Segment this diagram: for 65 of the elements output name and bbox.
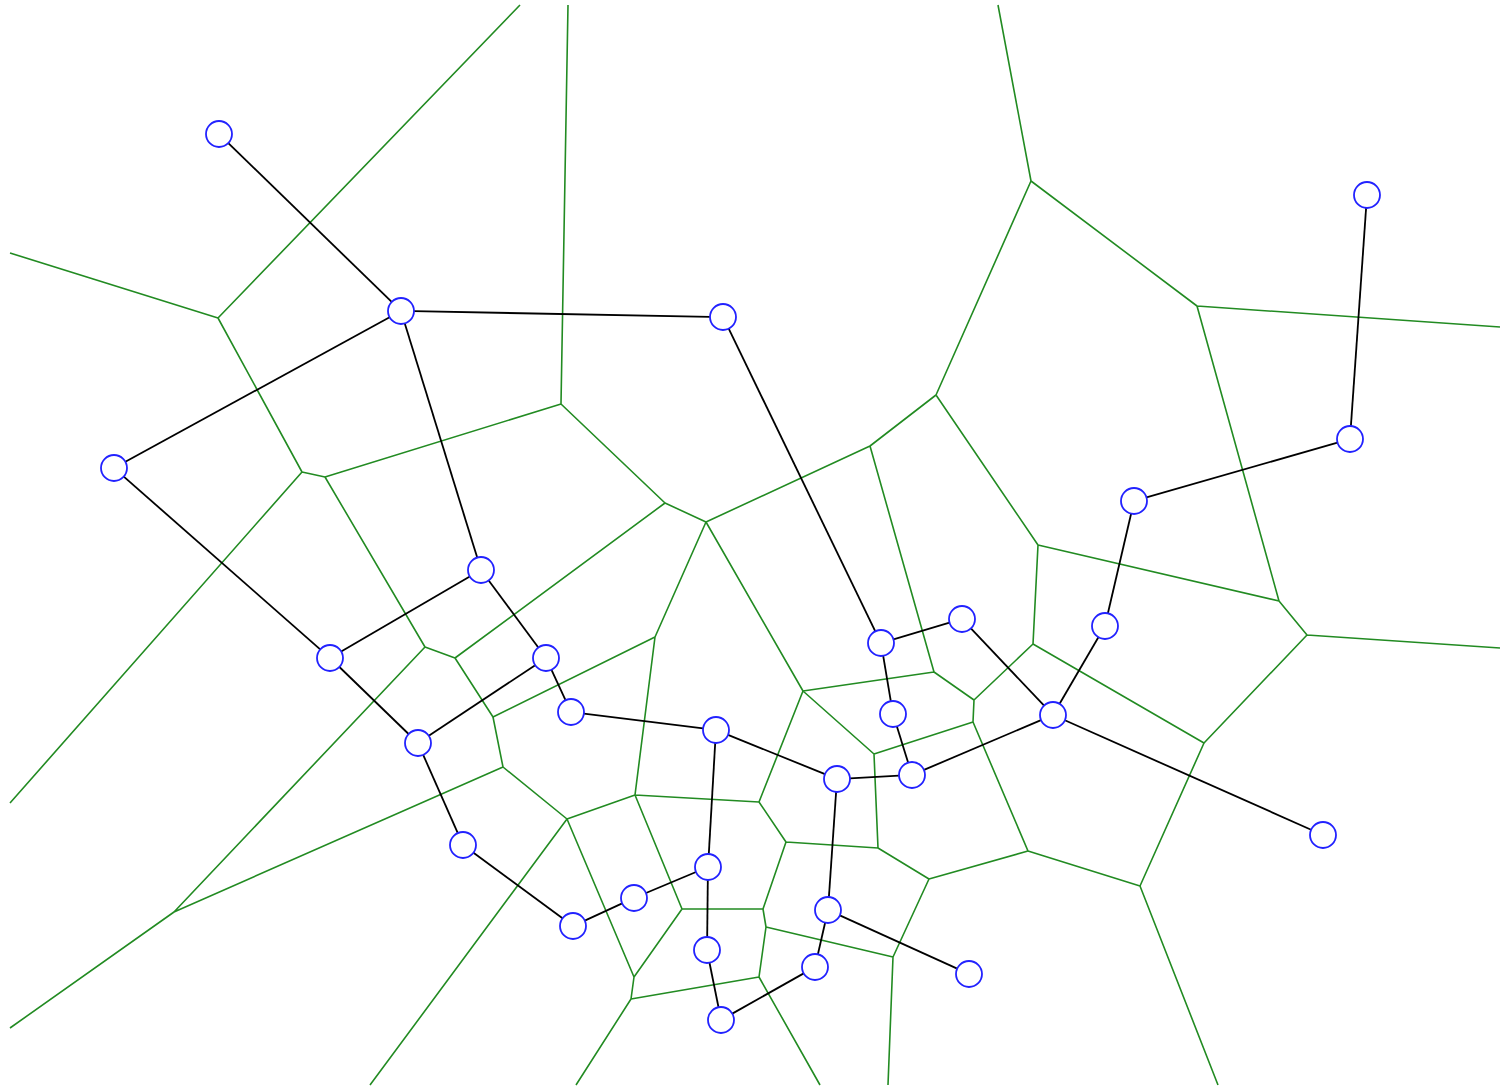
connector-line — [923, 719, 1042, 771]
connector-line — [892, 621, 951, 641]
connector-line — [727, 327, 877, 633]
connector-line — [122, 475, 322, 651]
circle-node — [707, 1006, 735, 1034]
circle-node — [449, 831, 477, 859]
connector-line — [896, 725, 909, 764]
circle-node — [1309, 821, 1337, 849]
circle-node — [1120, 487, 1148, 515]
connector-line — [849, 774, 900, 780]
connector-line — [645, 871, 697, 894]
connector-line — [731, 972, 805, 1015]
connector-line — [413, 310, 711, 318]
circle-node — [532, 644, 560, 672]
connector-line — [487, 579, 540, 649]
circle-node — [316, 644, 344, 672]
circle-node — [948, 605, 976, 633]
circle-node — [1336, 425, 1364, 453]
connector-line — [1145, 441, 1339, 499]
circle-node — [1091, 612, 1119, 640]
connector-line — [422, 754, 459, 834]
connector-line — [1107, 512, 1132, 615]
connector-line — [583, 902, 624, 922]
circle-node — [702, 716, 730, 744]
circle-node — [693, 936, 721, 964]
circle-node — [100, 454, 128, 482]
circle-node — [387, 297, 415, 325]
connector-line — [1350, 207, 1367, 427]
circle-node — [879, 700, 907, 728]
connector-line — [583, 712, 704, 730]
connector-line — [338, 666, 410, 735]
circle-node — [823, 765, 851, 793]
connector-line — [727, 734, 826, 775]
connector-line — [1058, 636, 1100, 705]
circle-node — [557, 698, 585, 726]
circle-node — [867, 629, 895, 657]
connector-line — [427, 664, 537, 737]
circle-node — [1039, 701, 1067, 729]
connector-line — [828, 791, 837, 898]
connector-line — [707, 742, 717, 855]
connector-line — [817, 921, 826, 956]
circle-node — [1353, 181, 1381, 209]
circle-node — [620, 884, 648, 912]
connector-line — [403, 322, 479, 559]
circle-node — [709, 303, 737, 331]
connector-line — [970, 627, 1045, 707]
connector-line — [708, 961, 720, 1009]
circle-node — [205, 120, 233, 148]
connector-line — [1064, 719, 1312, 831]
connector-line — [340, 575, 471, 653]
connector-line — [472, 851, 564, 920]
circle-node — [404, 729, 432, 757]
connector-line — [838, 914, 959, 970]
circle-node — [801, 953, 829, 981]
circle-node — [955, 960, 983, 988]
connector-line — [882, 654, 892, 703]
circle-node — [559, 912, 587, 940]
circle-node — [694, 853, 722, 881]
circle-node — [814, 896, 842, 924]
connector-line — [550, 668, 567, 702]
connector-line — [227, 142, 393, 303]
connector-line — [706, 879, 709, 938]
circle-node — [898, 761, 926, 789]
circle-node — [467, 556, 495, 584]
connector-line — [124, 316, 391, 463]
